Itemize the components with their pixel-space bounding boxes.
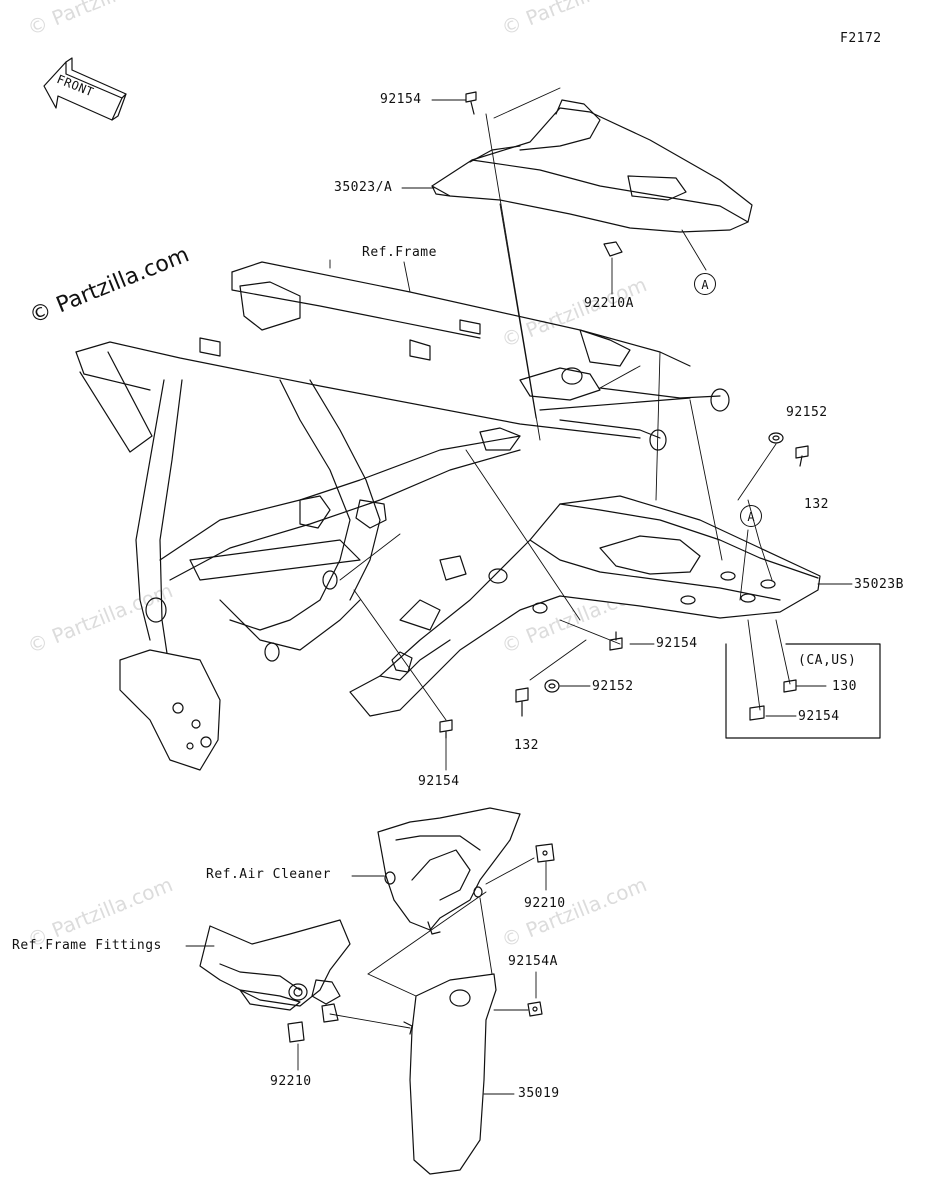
part-number-130[interactable]: 130: [832, 679, 857, 694]
part-number-92210[interactable]: 92210: [270, 1074, 312, 1089]
rear-fender-part: [349, 495, 821, 717]
bolt-icon: [527, 1001, 543, 1017]
part-number-132[interactable]: 132: [514, 738, 539, 753]
leader-lines-lower: [185, 857, 547, 1095]
bolt-icon: [749, 705, 765, 721]
region-inset-box: [725, 643, 881, 739]
ref-air-cleaner-label: Ref.Air Cleaner: [206, 867, 331, 882]
air-cleaner-part: [377, 807, 521, 935]
part-number-35023a[interactable]: 35023/A: [334, 180, 393, 195]
bolt-icon: [609, 631, 623, 651]
side-cover-part: [403, 973, 497, 1175]
part-number-92210a[interactable]: 92210A: [584, 296, 634, 311]
seat-cowl-part: [431, 99, 753, 233]
frame-fittings-part: [199, 919, 351, 1023]
part-number-92154[interactable]: 92154: [798, 709, 840, 724]
front-arrow-icon: [43, 57, 127, 121]
bolt-icon: [783, 679, 797, 693]
part-number-92152[interactable]: 92152: [592, 679, 634, 694]
part-number-35023b[interactable]: 35023B: [854, 577, 904, 592]
part-number-92154[interactable]: 92154: [380, 92, 422, 107]
clip-nut-icon: [603, 241, 623, 257]
callout-a: A: [694, 273, 716, 295]
ref-frame-fittings-label: Ref.Frame Fittings: [12, 938, 162, 953]
bolt-icon: [515, 687, 529, 717]
part-number-35019[interactable]: 35019: [518, 1086, 560, 1101]
part-number-92152[interactable]: 92152: [786, 405, 828, 420]
part-number-92154[interactable]: 92154: [418, 774, 460, 789]
callout-a: A: [740, 505, 762, 527]
bolt-icon: [795, 445, 809, 467]
bolt-icon: [439, 719, 453, 739]
bolt-icon: [465, 91, 477, 115]
frame-part: [75, 261, 730, 771]
part-number-92154[interactable]: 92154: [656, 636, 698, 651]
clip-nut-icon: [287, 1021, 305, 1043]
washer-icon: [544, 679, 560, 693]
part-number-132[interactable]: 132: [804, 497, 829, 512]
fasteners-lower: [287, 843, 555, 1043]
fasteners: [439, 91, 809, 739]
clip-nut-icon: [535, 843, 555, 863]
ref-frame-label: Ref.Frame: [362, 245, 437, 260]
figure-code: F2172: [840, 31, 882, 46]
region-note: (CA,US): [798, 653, 857, 668]
part-number-92154a[interactable]: 92154A: [508, 954, 558, 969]
washer-icon: [768, 432, 784, 444]
part-number-92210[interactable]: 92210: [524, 896, 566, 911]
